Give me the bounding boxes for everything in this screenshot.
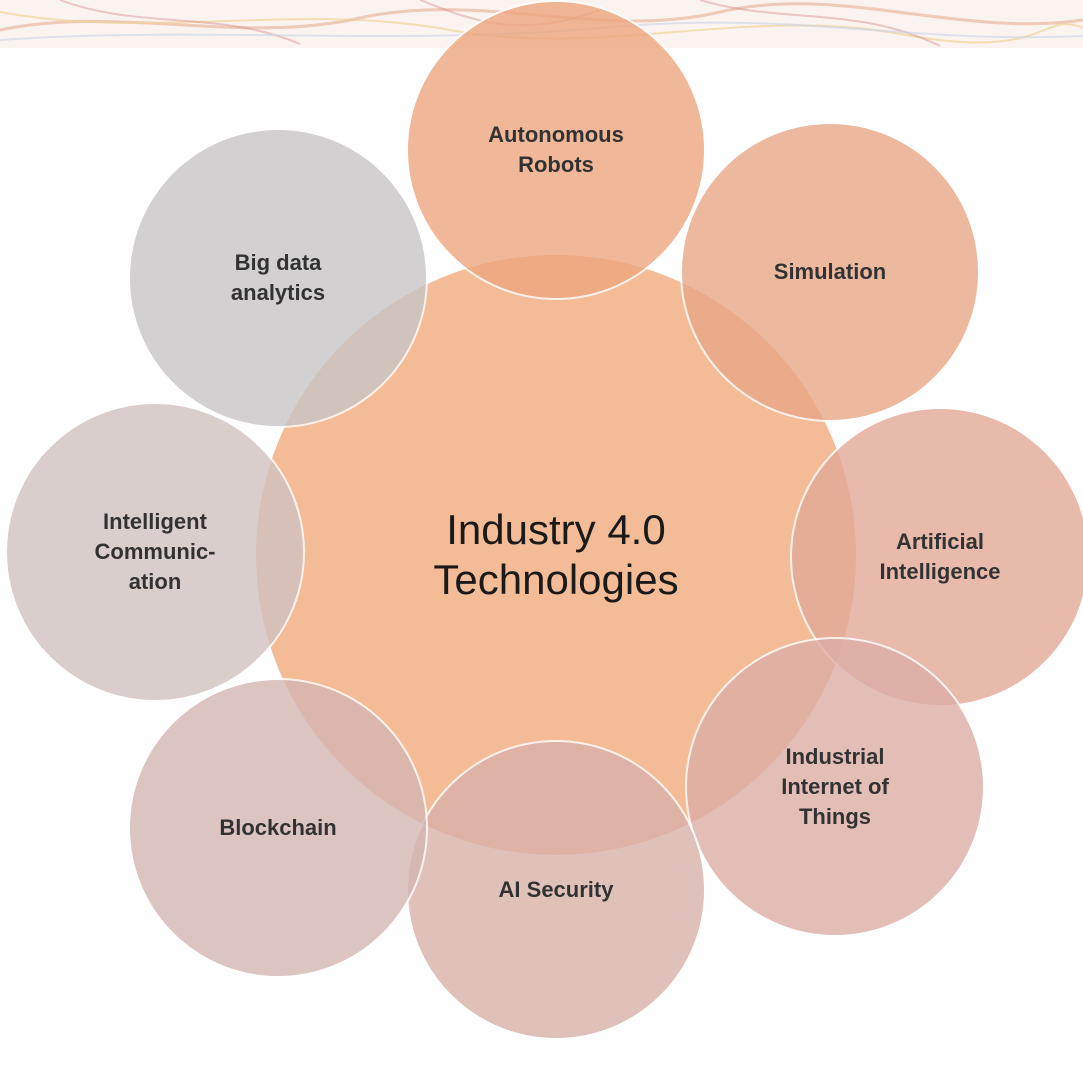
node-big-data-analytics: Big data analytics xyxy=(128,128,428,428)
node-label: Artificial Intelligence xyxy=(879,529,1001,584)
center-label: Industry 4.0 Technologies xyxy=(433,506,679,603)
node-label: Big data analytics xyxy=(230,250,326,305)
node-label: Industrial Internet of Things xyxy=(781,744,889,829)
node-industrial-internet-of-things: Industrial Internet of Things xyxy=(685,637,985,937)
node-label: Autonomous Robots xyxy=(488,122,624,177)
node-blockchain: Blockchain xyxy=(128,678,428,978)
node-label: AI Security xyxy=(498,877,614,902)
node-ai-security: AI Security xyxy=(406,740,706,1040)
node-autonomous-robots: Autonomous Robots xyxy=(406,0,706,300)
node-label: Simulation xyxy=(773,259,887,284)
node-simulation: Simulation xyxy=(680,122,980,422)
node-label: Blockchain xyxy=(219,815,337,840)
node-label: Intelligent Communic- ation xyxy=(94,509,216,594)
node-intelligent-communication: Intelligent Communic- ation xyxy=(5,402,305,702)
